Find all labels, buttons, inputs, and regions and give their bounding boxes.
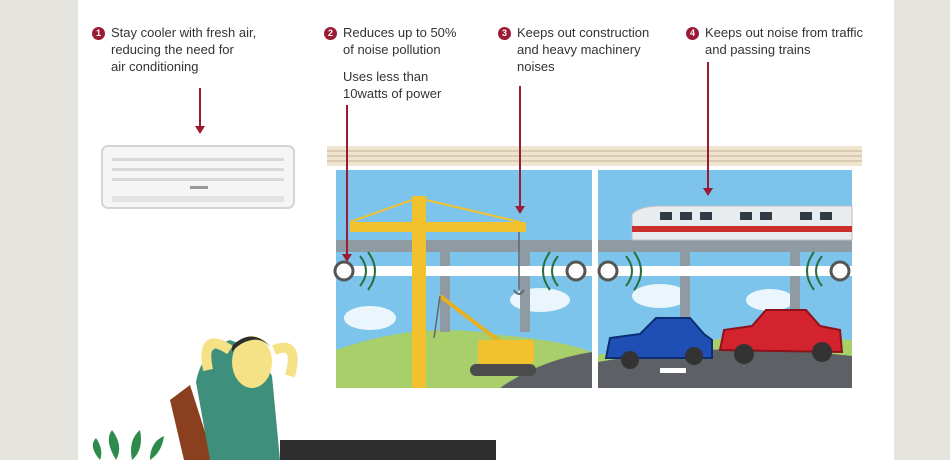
- car-icon: [604, 309, 844, 369]
- power-note: Uses less than 10watts of power: [343, 69, 442, 101]
- callout-1: 1 Stay cooler with fresh air, reducing th…: [92, 24, 256, 75]
- callout-arrows: [195, 62, 713, 262]
- crane-icon: [349, 196, 526, 388]
- excavator-icon: [433, 294, 536, 376]
- callout-number: 2: [324, 27, 337, 40]
- train-icon: [631, 205, 853, 241]
- callout-text: Reduces up to 50% of noise pollution: [343, 25, 457, 57]
- air-conditioner-icon: [101, 145, 295, 209]
- window: [327, 146, 862, 392]
- bridge-right: [598, 240, 852, 252]
- callout-number: 1: [92, 27, 105, 40]
- callout-text: Keeps out noise from traffic and passing…: [705, 25, 864, 57]
- callout-text: Stay cooler with fresh air, reducing the…: [111, 25, 257, 74]
- bridge-left: [336, 240, 592, 252]
- background-right-margin: [894, 0, 950, 460]
- callout-number: 4: [686, 27, 699, 40]
- callout-number: 3: [498, 27, 511, 40]
- callout-3: 3 Keeps out construction and heavy machin…: [498, 24, 649, 75]
- callout-2: 2 Reduces up to 50% of noise pollution: [324, 24, 456, 58]
- plant-icon: [92, 430, 164, 460]
- callout-text: Keeps out construction and heavy machine…: [517, 25, 650, 74]
- background-left-margin: [0, 0, 78, 460]
- sound-wave-icon: [333, 251, 851, 291]
- callout-4: 4 Keeps out noise from traffic and passin…: [686, 24, 863, 58]
- person-icon: [170, 336, 496, 460]
